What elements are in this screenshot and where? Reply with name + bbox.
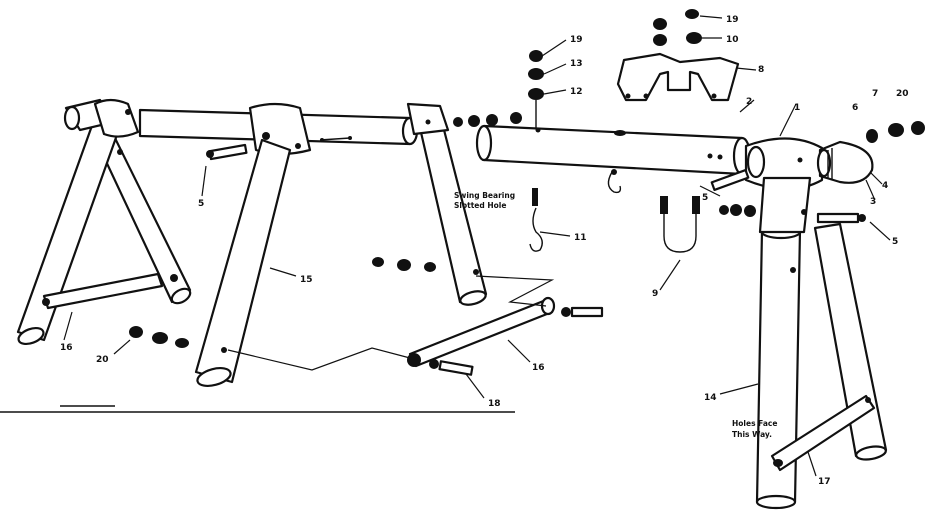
callout-15: 15 [300, 275, 313, 285]
middle-a-frame [138, 102, 488, 387]
callout-5-left: 5 [198, 199, 204, 209]
callout-7: 7 [872, 89, 878, 99]
middle-brace [407, 296, 604, 376]
holes-face-note-line2: This Way. [732, 430, 772, 439]
callout-3: 3 [870, 197, 876, 207]
ground-line [0, 405, 515, 413]
swing-hanger-bracket [616, 9, 740, 102]
callout-13: 13 [570, 59, 583, 69]
callout-20-left: 20 [96, 355, 109, 365]
callout-labels: 1 2 3 4 5 5 5 6 7 8 9 10 11 12 13 14 15 … [60, 15, 909, 487]
callout-5-right: 5 [892, 237, 898, 247]
callout-16-left: 16 [60, 343, 73, 353]
u-bolt [660, 196, 700, 253]
callout-10: 10 [726, 35, 739, 45]
callout-12: 12 [570, 87, 583, 97]
top-beam [475, 124, 752, 176]
swing-bearing-note-line1: Swing Bearing [454, 191, 515, 200]
callout-6: 6 [852, 103, 858, 113]
callout-14: 14 [704, 393, 717, 403]
assembly-lines [227, 275, 555, 371]
right-a-frame [744, 137, 888, 510]
callout-11: 11 [574, 233, 587, 243]
notes: Swing Bearing Slotted Hole Holes Face Th… [454, 191, 777, 439]
callout-4: 4 [882, 181, 888, 191]
callout-2: 2 [746, 97, 752, 107]
callout-18: 18 [488, 399, 501, 409]
callout-8: 8 [758, 65, 764, 75]
left-a-frame [16, 98, 192, 346]
holes-face-note-line1: Holes Face [732, 419, 777, 428]
callout-19-right: 19 [726, 15, 739, 25]
hardware [129, 50, 925, 348]
swing-hook [529, 169, 622, 252]
swing-bearing-note-line2: Slotted Hole [454, 201, 506, 210]
callout-5-mid: 5 [702, 193, 708, 203]
callout-9: 9 [652, 289, 658, 299]
callout-20-right: 20 [896, 89, 909, 99]
callout-19-left: 19 [570, 35, 583, 45]
callout-16-mid: 16 [532, 363, 545, 373]
callout-17: 17 [818, 477, 831, 487]
callout-1: 1 [794, 103, 800, 113]
leader-lines [63, 39, 891, 477]
